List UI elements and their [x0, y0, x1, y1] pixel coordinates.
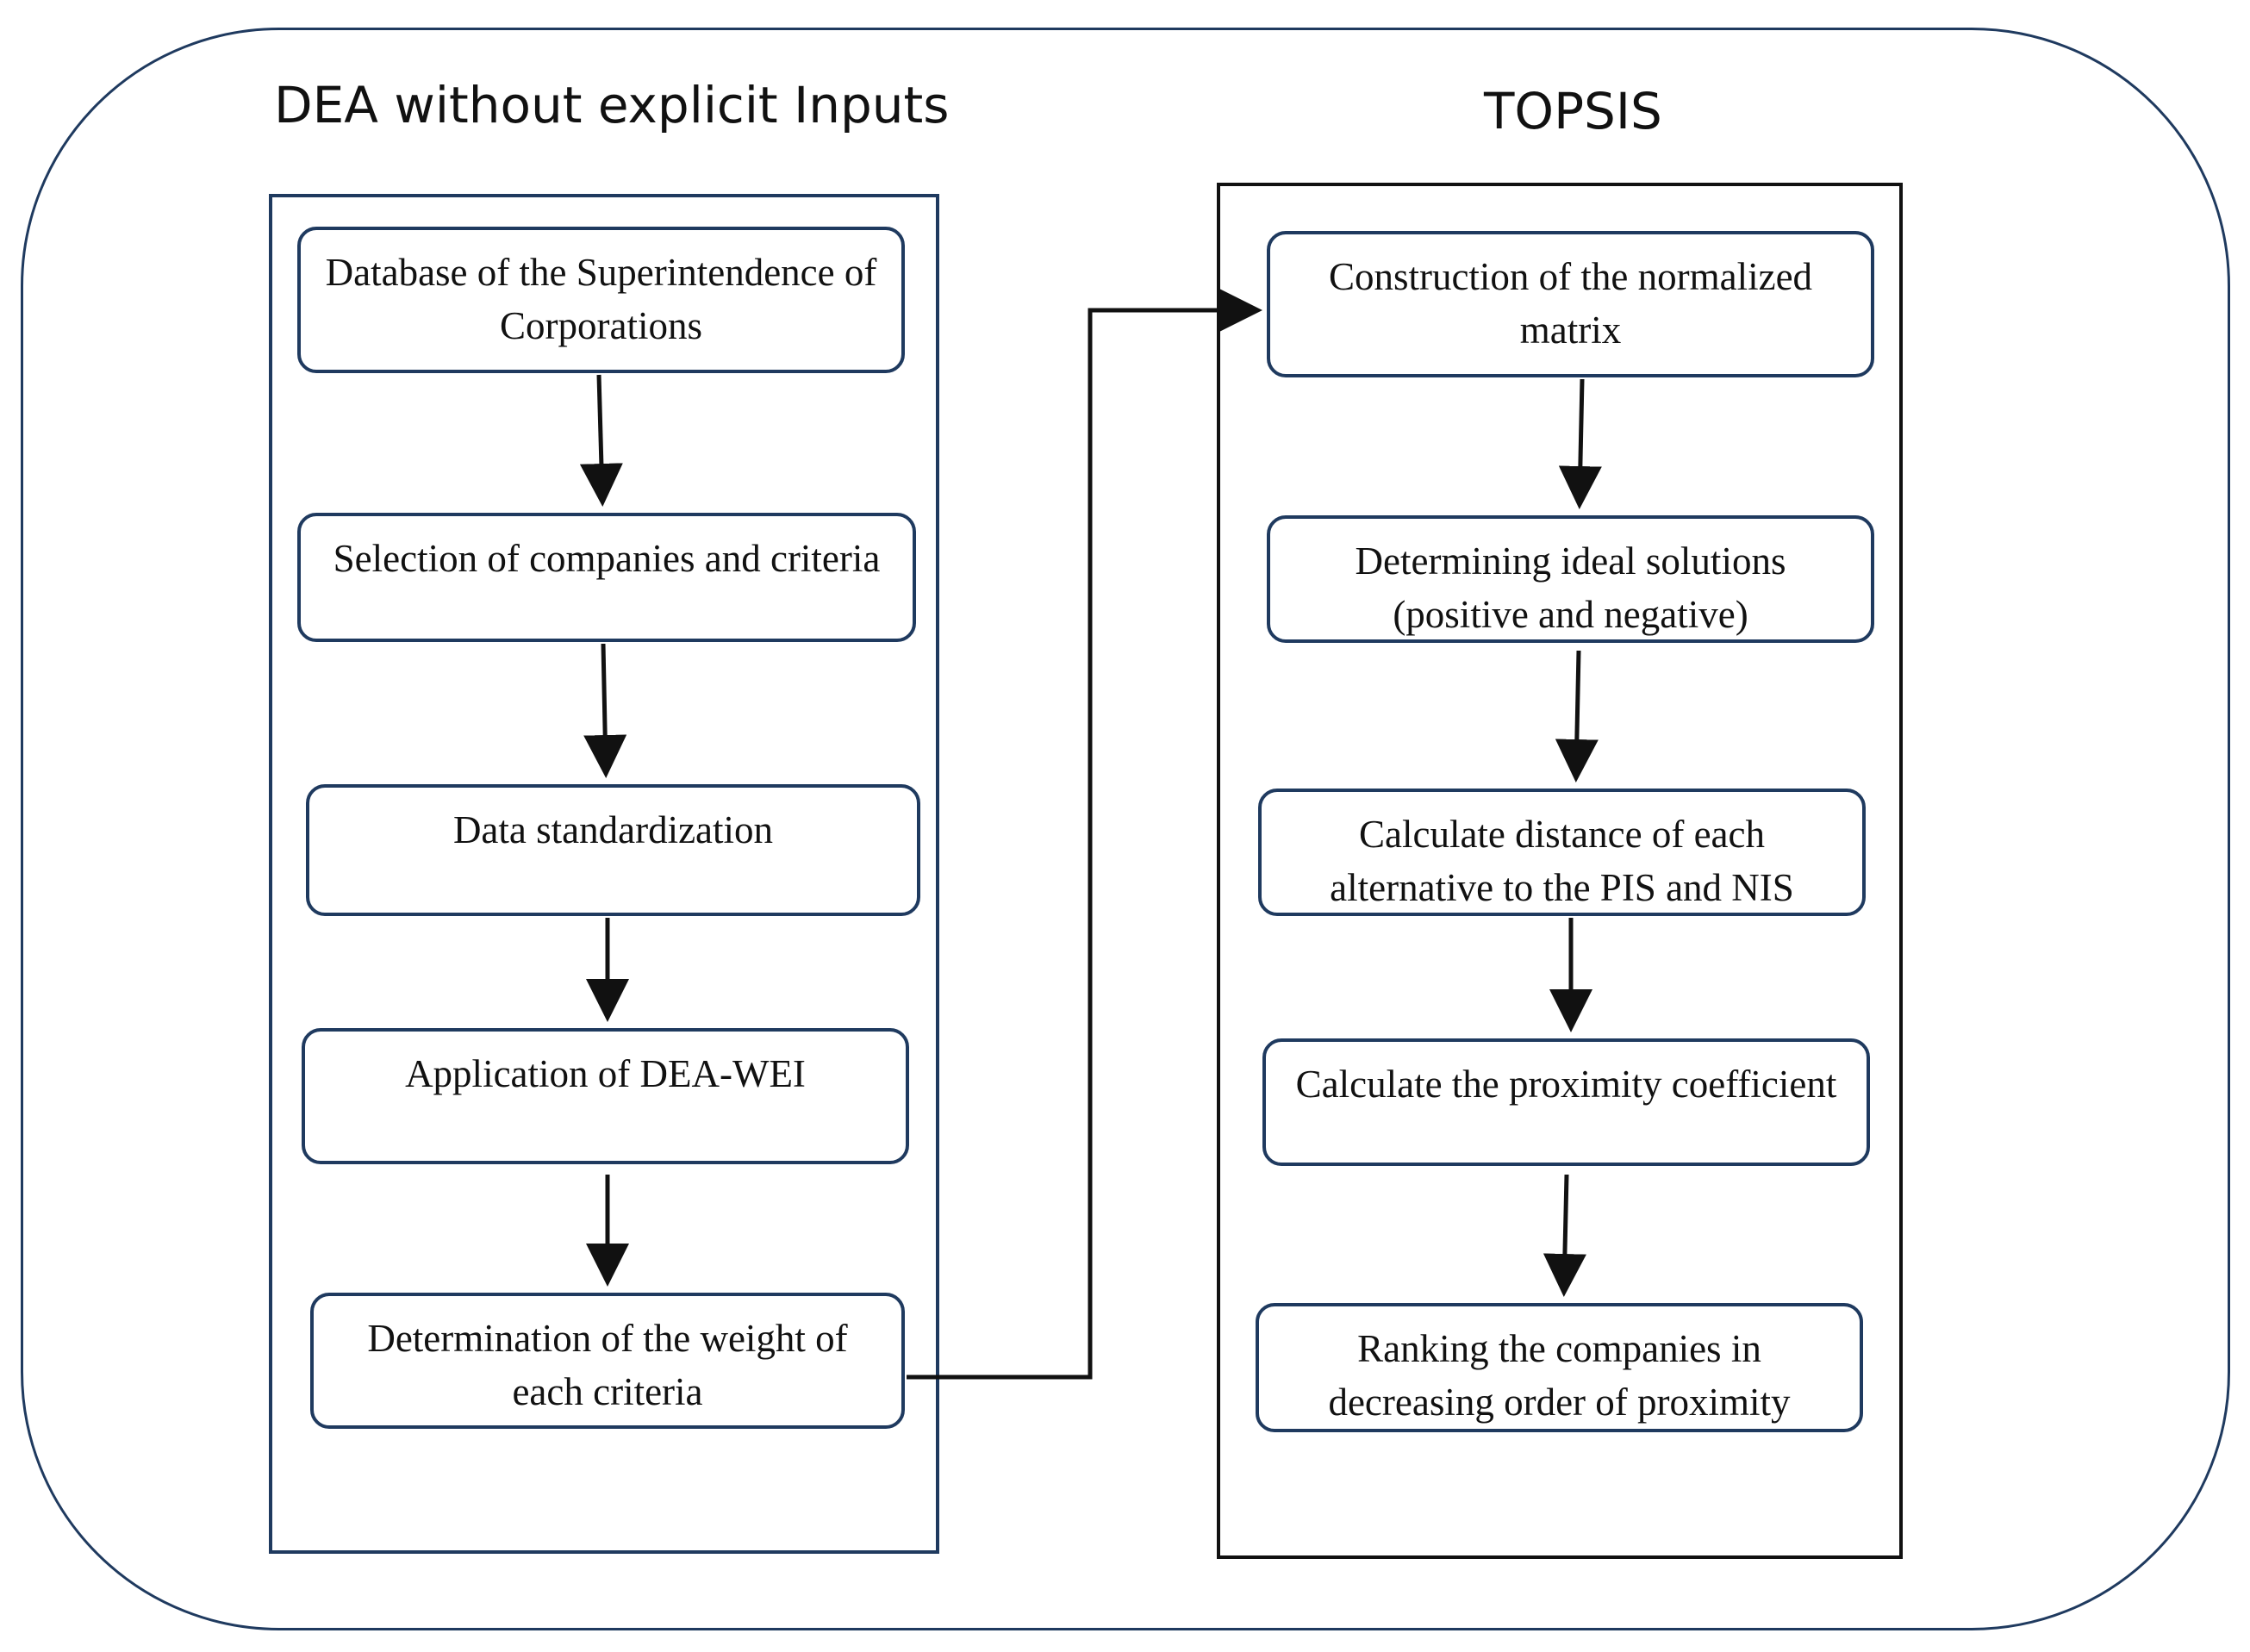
arrow-proximity-to-ranking — [1543, 1174, 1586, 1297]
arrow-weights-to-normalized-matrix — [907, 289, 1262, 1380]
step-distance: Calculate distance of each alternative t… — [1258, 789, 1866, 916]
dea-panel — [269, 194, 939, 1554]
step-ideal-solutions: Determining ideal solutions (positive an… — [1267, 515, 1874, 643]
step-standardization: Data standardization — [306, 784, 920, 916]
arrow-selection-to-standardization — [583, 643, 627, 778]
arrow-normalized-to-ideal — [1558, 378, 1602, 509]
arrow-ideal-to-distance — [1555, 650, 1599, 782]
left-panel-title: DEA without explicit Inputs — [274, 76, 950, 134]
arrow-database-to-selection — [579, 374, 623, 507]
outer-frame — [21, 28, 2230, 1630]
step-weights: Determination of the weight of each crit… — [310, 1293, 905, 1429]
step-selection: Selection of companies and criteria — [297, 513, 916, 642]
step-database: Database of the Superintendence of Corpo… — [297, 227, 905, 373]
right-panel-title: TOPSIS — [1484, 82, 1662, 140]
step-ranking: Ranking the companies in decreasing orde… — [1256, 1303, 1863, 1432]
step-normalized-matrix: Construction of the normalized matrix — [1267, 231, 1874, 377]
step-proximity: Calculate the proximity coefficient — [1262, 1038, 1870, 1166]
topsis-panel — [1217, 183, 1903, 1559]
step-dea-wei: Application of DEA-WEI — [302, 1028, 909, 1164]
